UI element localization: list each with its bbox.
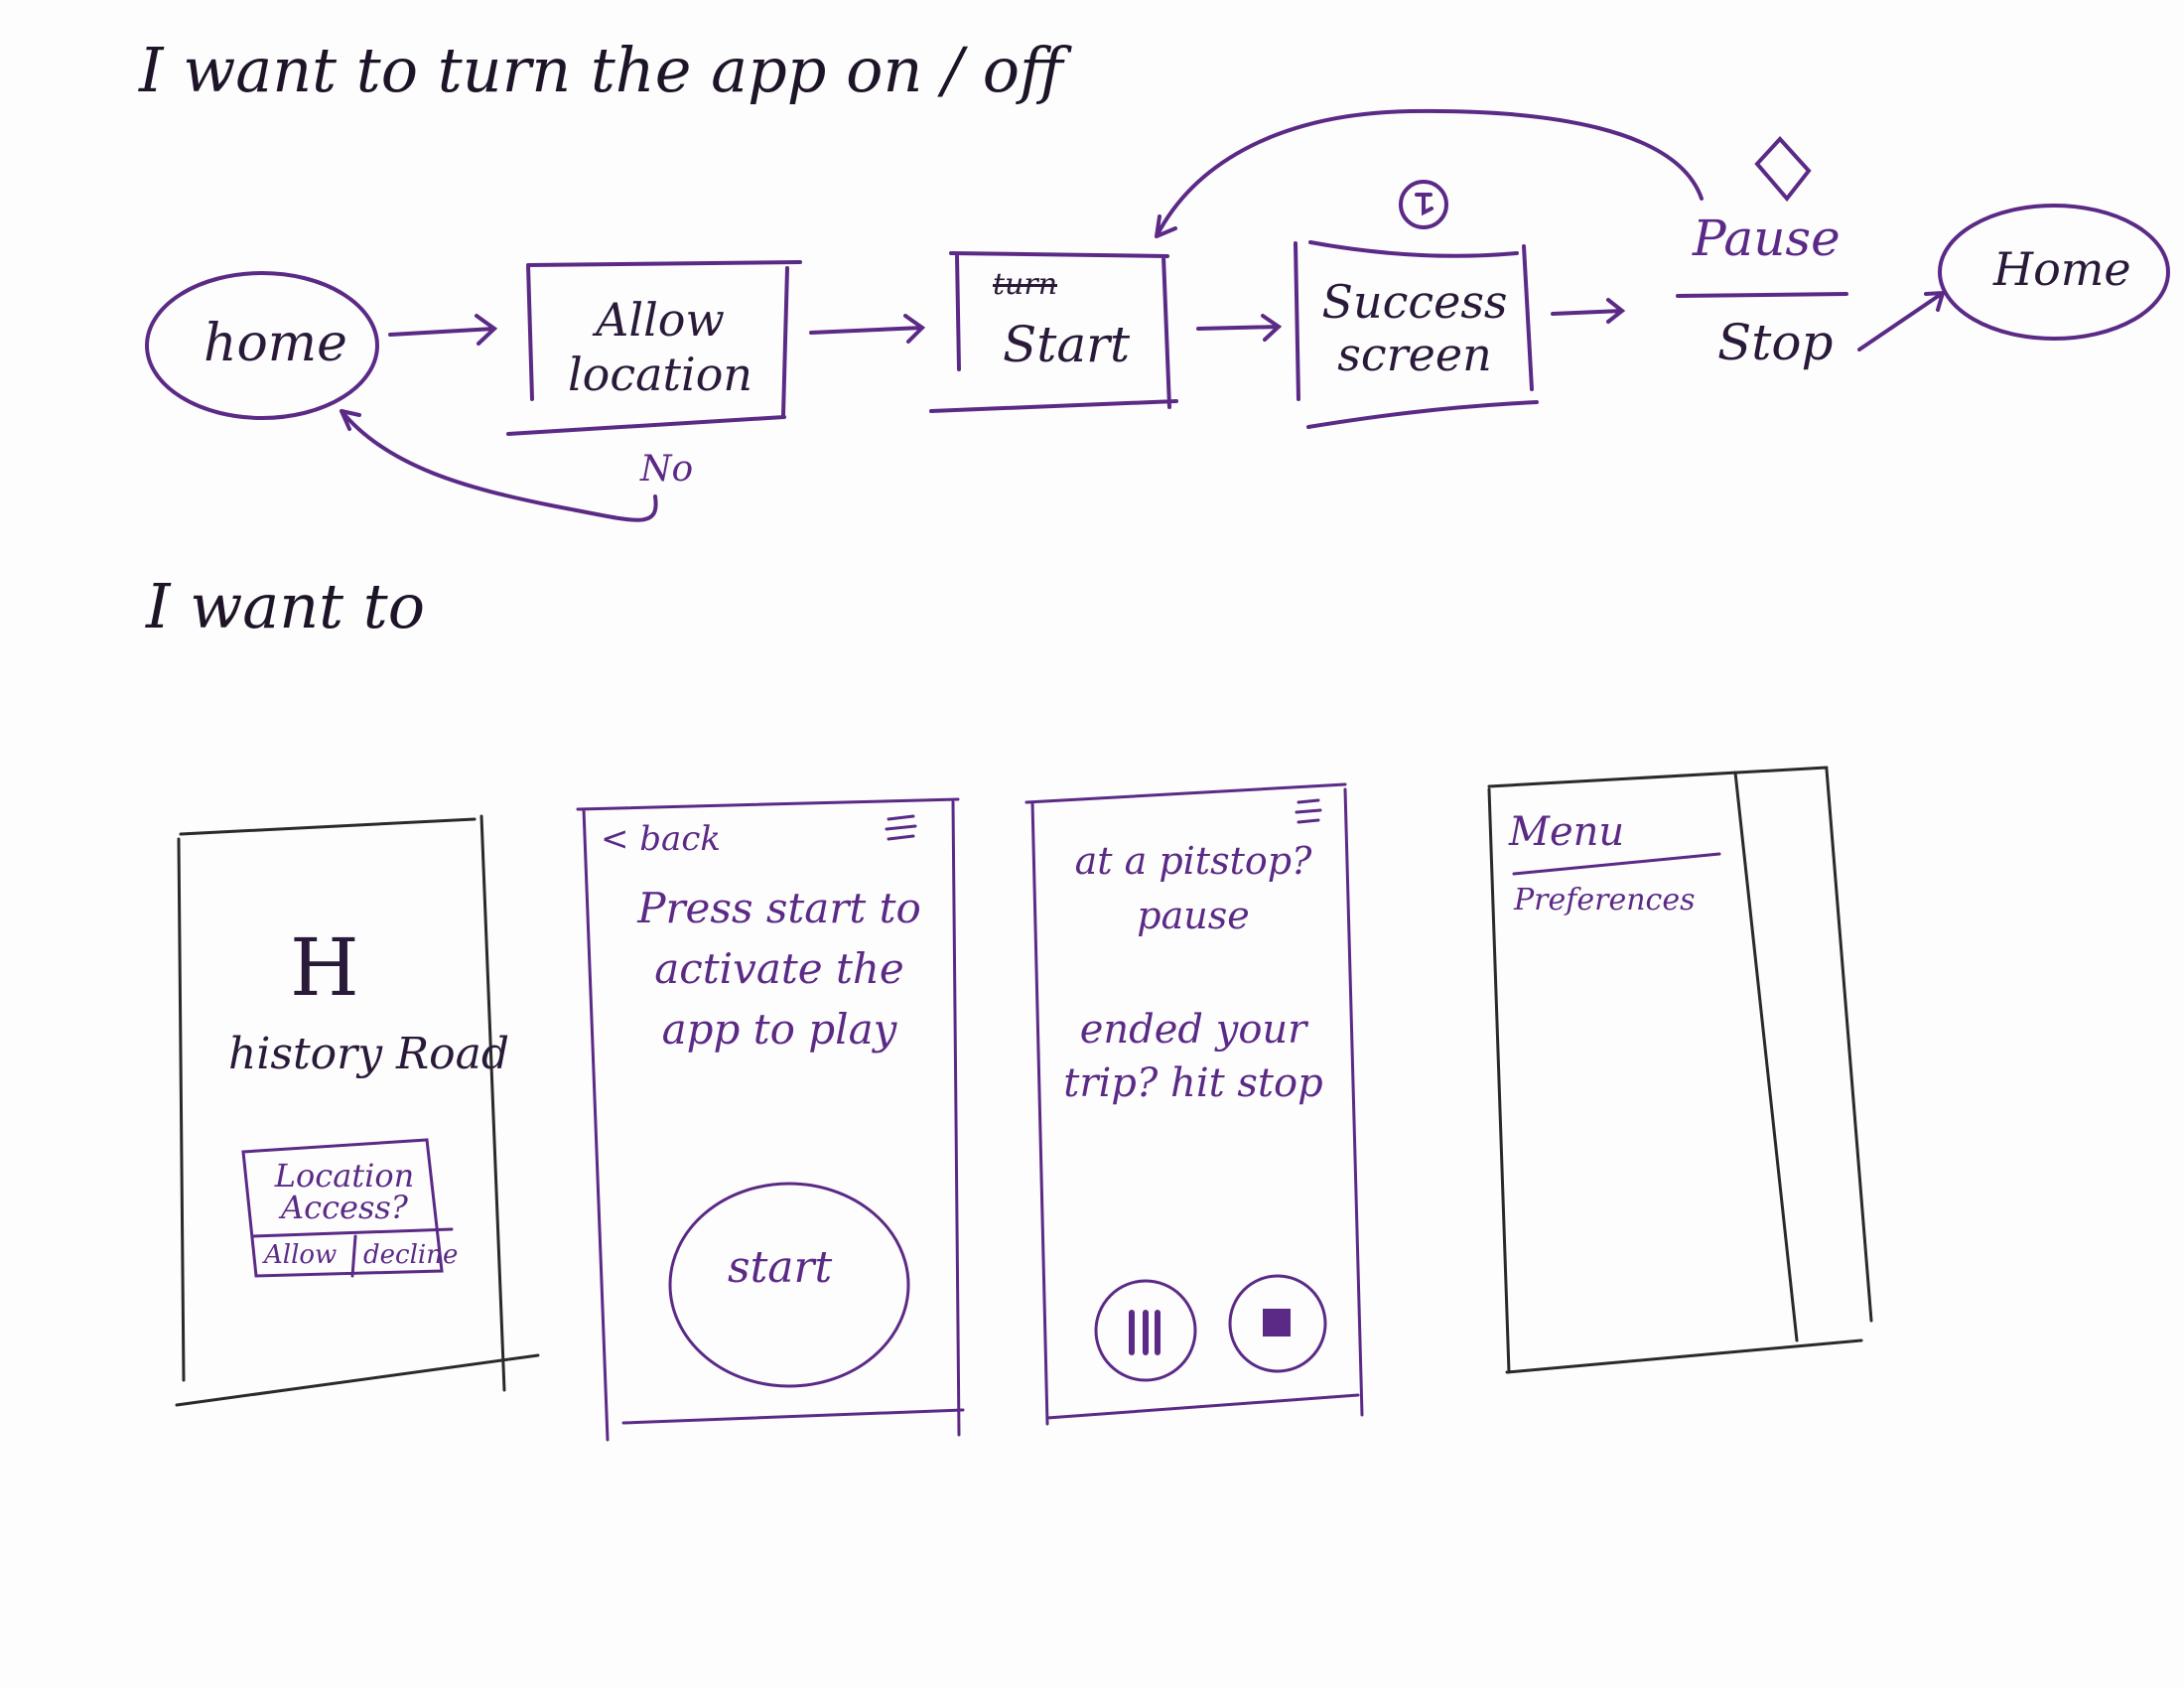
- logo-h: H: [290, 921, 359, 1014]
- allow-location-node: Allow location: [567, 293, 753, 402]
- location-dialog-box: [241, 1138, 454, 1278]
- menu-item-preferences[interactable]: Preferences: [1514, 883, 1696, 917]
- phone-2-frame: [576, 797, 965, 1442]
- start-node: Start: [1003, 316, 1131, 373]
- stop-option: Stop: [1717, 314, 1834, 371]
- ended-trip-text: ended your trip? hit stop: [1063, 1007, 1323, 1106]
- phone-1-frame: [175, 814, 540, 1407]
- start-box: [929, 251, 1178, 413]
- arrow-allow-to-start: [809, 314, 926, 344]
- home-end-node-outline: [1938, 204, 2170, 341]
- location-dialog-text: Location Access?: [274, 1157, 415, 1226]
- back-link[interactable]: < back: [601, 819, 721, 859]
- start-button[interactable]: start: [728, 1242, 833, 1293]
- arrow-home-to-allow: [388, 314, 498, 346]
- phone-4-frame: [1487, 766, 1873, 1374]
- success-icon-glyph: [1415, 193, 1433, 216]
- decision-diamond: [1754, 136, 1812, 203]
- stop-button-outline: [1228, 1274, 1327, 1373]
- home-node: home: [204, 314, 347, 373]
- success-screen-box: [1294, 240, 1539, 429]
- pause-stop-divider: [1676, 292, 1848, 298]
- allow-button[interactable]: Allow: [264, 1240, 338, 1270]
- menu-drawer-edge: [1733, 771, 1799, 1342]
- story2-heading: I want to: [146, 570, 426, 642]
- menu-title-underline: [1512, 852, 1721, 876]
- active-hamburger-icon: [1295, 798, 1322, 824]
- pitstop-text: at a pitstop? pause: [1074, 839, 1312, 938]
- pause-option: Pause: [1693, 210, 1841, 267]
- start-node-struck: turn: [993, 267, 1058, 302]
- menu-title: Menu: [1509, 809, 1625, 855]
- arrow-start-to-success: [1196, 314, 1283, 342]
- arrow-no-back-home: [340, 409, 658, 522]
- pause-icon: [1129, 1310, 1160, 1355]
- home-end-node: Home: [1993, 242, 2131, 296]
- stop-icon: [1263, 1309, 1291, 1336]
- start-hamburger-icon: [885, 814, 917, 841]
- story1-heading: I want to turn the app on / off: [139, 34, 1063, 106]
- arrow-stop-to-home: [1857, 290, 1946, 352]
- home-node-outline: [145, 271, 379, 420]
- success-icon-circle: [1399, 180, 1448, 229]
- success-screen-node: Success screen: [1321, 275, 1508, 381]
- start-instructions: Press start to activate the app to play: [637, 884, 921, 1054]
- arrow-success-to-pause-stop: [1551, 298, 1626, 324]
- pause-button-outline: [1094, 1279, 1197, 1382]
- phone-3-frame: [1024, 782, 1364, 1426]
- no-label: No: [640, 449, 694, 490]
- app-name: history Road: [228, 1029, 510, 1079]
- decline-button[interactable]: decline: [363, 1240, 459, 1270]
- start-button-outline: [668, 1182, 910, 1388]
- allow-location-box: [506, 260, 802, 436]
- arrow-pause-to-start: [1155, 108, 1704, 238]
